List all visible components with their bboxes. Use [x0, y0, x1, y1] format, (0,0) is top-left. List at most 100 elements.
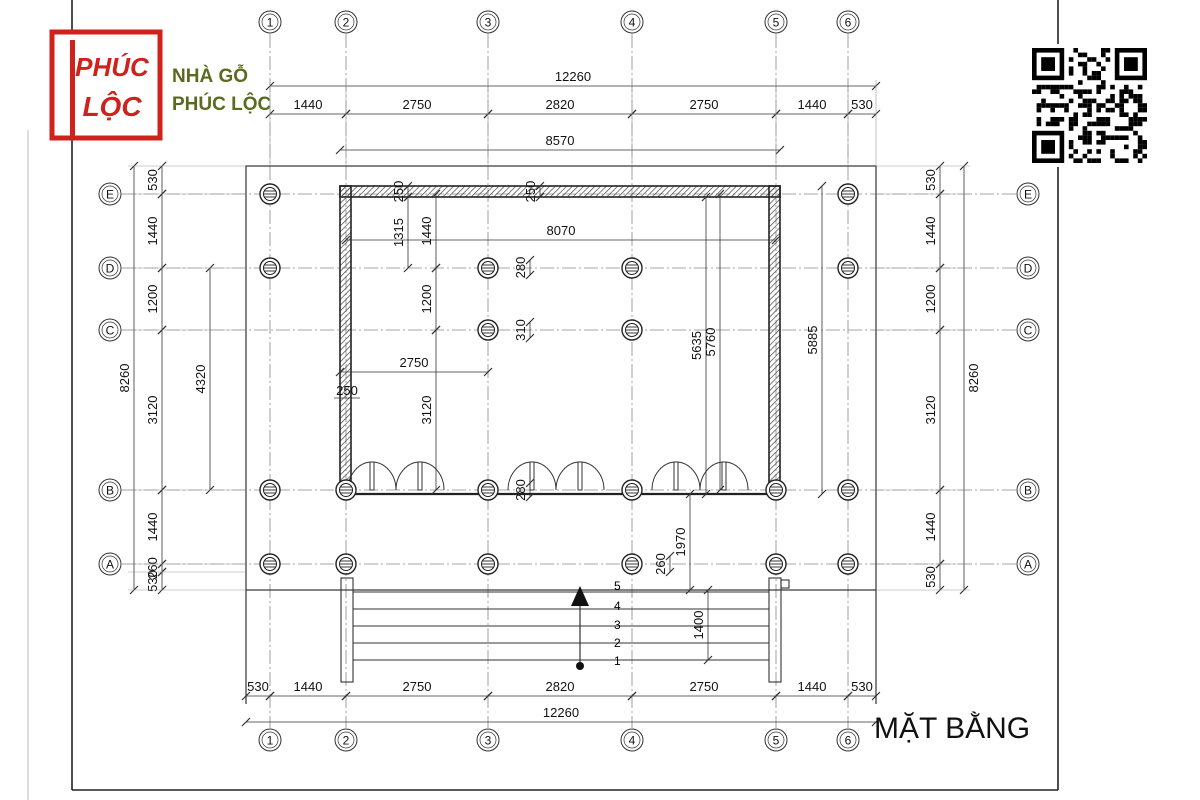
door-leaf: [507, 461, 557, 491]
grid-label: 6: [845, 16, 852, 30]
bottom-segment-dimension: 2750: [403, 679, 432, 694]
bottom-segment-dimension: 1440: [294, 679, 323, 694]
room-outer-width-dimension: 8570: [546, 133, 575, 148]
top-segment-dimension: 2750: [403, 97, 432, 112]
grid-label: C: [1024, 324, 1033, 338]
brand-name-line-2: PHÚC LỘC: [172, 93, 272, 115]
grid-label: A: [1024, 558, 1032, 572]
column-post: [621, 319, 643, 341]
top-overall-dimension: 12260: [555, 69, 591, 84]
grid-bubble: A: [1016, 552, 1040, 576]
inner-dimension: 250: [391, 181, 406, 203]
inner-dimension: 5760: [703, 328, 718, 357]
bottom-segment-dimension: 530: [851, 679, 873, 694]
left-segment-dimension: 3120: [145, 396, 160, 425]
left-segment-dimension: 530: [145, 169, 160, 191]
inner-dimension: 1970: [673, 528, 688, 557]
column-post: [259, 553, 281, 575]
grid-label: E: [106, 188, 114, 202]
column-post: [335, 553, 357, 575]
grid-label: C: [106, 324, 115, 338]
bottom-segment-dimension: 2820: [546, 679, 575, 694]
grid-label: D: [1024, 262, 1033, 276]
step-number: 2: [614, 636, 621, 650]
inner-dimension: 280: [513, 479, 528, 501]
column-post: [837, 479, 859, 501]
qr-code: [1028, 44, 1151, 167]
grid-bubble: B: [1016, 478, 1040, 502]
inner-dimension: 1315: [391, 218, 406, 247]
inner-dimension: 1200: [419, 285, 434, 314]
right-segment-dimension: 3120: [923, 396, 938, 425]
grid-bubble: E: [98, 182, 122, 206]
top-segment-dimension: 1440: [294, 97, 323, 112]
right-segment-dimension: 530: [923, 169, 938, 191]
grid-bubble: D: [98, 256, 122, 280]
inner-dimension: 310: [513, 319, 528, 341]
column-post: [477, 479, 499, 501]
column-post: [837, 257, 859, 279]
platform-outline: [245, 165, 877, 704]
grid-label: 3: [485, 734, 492, 748]
door-leaf: [699, 461, 749, 491]
right-segment-dimension: 1440: [923, 217, 938, 246]
grid-bubble: 1: [258, 10, 282, 34]
column-post: [259, 183, 281, 205]
column-post: [477, 257, 499, 279]
logo-line-1: PHÚC: [75, 52, 150, 82]
door-swings: [347, 461, 749, 491]
column-post: [765, 479, 787, 501]
column-post: [837, 183, 859, 205]
brand-logo: PHÚC LỘC: [49, 29, 163, 141]
left-inner-dimension: 4320: [193, 365, 208, 394]
grid-label: 2: [343, 16, 350, 30]
room-walls: [339, 185, 781, 496]
column-post: [621, 257, 643, 279]
door-leaf: [555, 461, 605, 491]
grid-label: 2: [343, 734, 350, 748]
column-post: [477, 319, 499, 341]
grid-bubble: C: [98, 318, 122, 342]
grid-label: 5: [773, 16, 780, 30]
logo-line-2: LỘC: [82, 90, 142, 122]
column-post: [259, 257, 281, 279]
left-segment-dimension: 260: [145, 557, 160, 579]
grid-bubble: 4: [620, 728, 644, 752]
grid-bubble: C: [1016, 318, 1040, 342]
left-segment-dimension: 1440: [145, 217, 160, 246]
left-overall-dimension: 8260: [117, 364, 132, 393]
column-post: [621, 479, 643, 501]
room-inner-width-dimension: 8070: [547, 223, 576, 238]
bottom-overall-dimension: 12260: [543, 705, 579, 720]
step-number: 5: [614, 579, 621, 593]
brand-name-line-1: NHÀ GỖ: [172, 65, 248, 87]
grid-bubble: 3: [476, 10, 500, 34]
inner-dimension: 5635: [689, 331, 704, 360]
grid-bubble: 6: [836, 728, 860, 752]
bottom-segment-dimension: 1440: [798, 679, 827, 694]
grid-bubble: B: [98, 478, 122, 502]
left-segment-dimension: 1200: [145, 285, 160, 314]
right-segment-dimension: 1200: [923, 285, 938, 314]
grid-label: 6: [845, 734, 852, 748]
grid-label: B: [1024, 484, 1032, 498]
grid-bubble: 3: [476, 728, 500, 752]
grid-label: 1: [267, 16, 274, 30]
grid-bubble: 2: [334, 10, 358, 34]
entrance-stairs: [340, 577, 790, 683]
drawing-frame: [27, 0, 1059, 800]
inner-dimension: 3120: [419, 396, 434, 425]
right-overall-dimension: 8260: [966, 364, 981, 393]
grid-bubble: D: [1016, 256, 1040, 280]
grid-label: B: [106, 484, 114, 498]
column-post: [765, 553, 787, 575]
grid-bubble: 1: [258, 728, 282, 752]
column-post: [477, 553, 499, 575]
right-segment-dimension: 530: [923, 566, 938, 588]
column-post: [335, 479, 357, 501]
grid-bubble: 5: [764, 728, 788, 752]
top-segment-dimension: 1440: [798, 97, 827, 112]
grid-label: 4: [629, 734, 636, 748]
step-number: 4: [614, 599, 621, 613]
